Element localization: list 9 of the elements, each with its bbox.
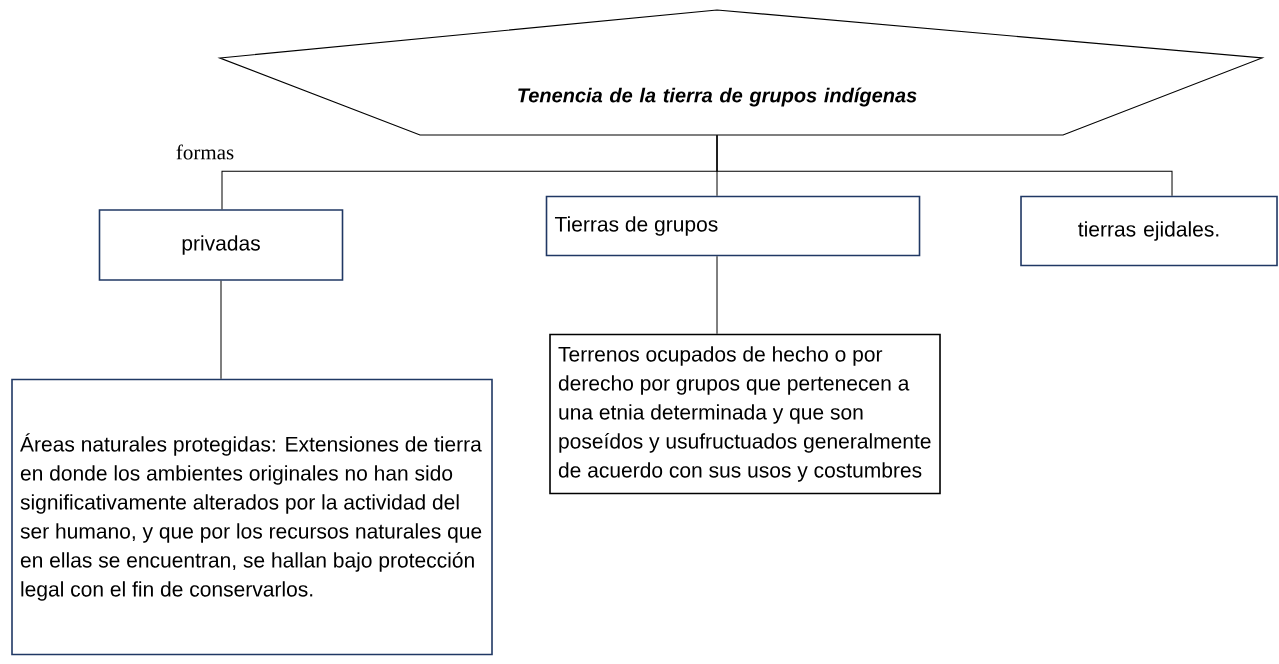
connector-line <box>716 134 1173 197</box>
connector-line <box>716 255 718 335</box>
text-box: Áreas naturales protegidas: Extensiones de tierra en donde los ambientes originales no han sido significativamente alterados por la actividad del ser humano, y que por los recursos naturales que en ellas se encuentran, se hallan bajo protección legal con el fin de conservarlos. <box>11 378 493 656</box>
text-box: Tierras de grupos <box>545 195 921 257</box>
text-box: Terrenos ocupados de hecho o por derecho por grupos que pertenecen a una etnia determinada y que son poseídos y usufructuados generalmente de acuerdo con sus usos y costumbres <box>549 333 941 495</box>
side-label: formas <box>176 144 234 160</box>
text-box: privadas <box>98 209 344 281</box>
text-box: tierras ejidales. <box>1020 195 1278 267</box>
connector-line <box>220 280 222 380</box>
